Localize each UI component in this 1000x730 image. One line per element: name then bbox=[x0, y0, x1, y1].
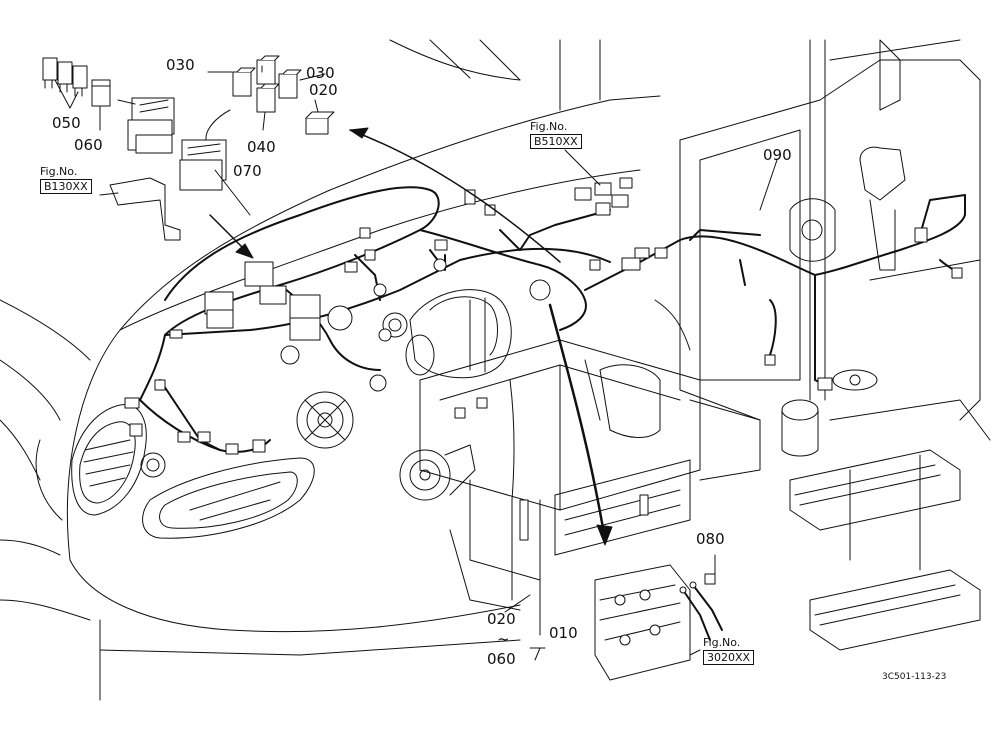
front-grille bbox=[72, 405, 147, 515]
work-light bbox=[790, 199, 835, 262]
wiring-harness bbox=[140, 187, 965, 452]
misc-lines bbox=[510, 300, 690, 600]
relay-bracket bbox=[110, 178, 180, 240]
fuel-filter bbox=[782, 370, 877, 456]
compressor bbox=[400, 445, 475, 500]
callout-090: 090 bbox=[763, 146, 792, 164]
callout-060-range-end: 060 bbox=[487, 650, 516, 668]
cylinder-head-010 bbox=[595, 565, 690, 680]
figure-ref-b510[interactable]: Fig.No. B510XX bbox=[530, 120, 582, 149]
relay-020 bbox=[306, 112, 334, 134]
fuse-box-070 bbox=[180, 140, 226, 190]
figure-ref-b130-label: Fig.No. bbox=[40, 165, 78, 178]
fuse-parts-050 bbox=[43, 58, 87, 96]
callout-060: 060 bbox=[74, 136, 103, 154]
callout-030-right: 030 bbox=[306, 64, 335, 82]
callout-070: 070 bbox=[233, 162, 262, 180]
fuse-060 bbox=[92, 80, 110, 106]
figure-ref-b510-label: Fig.No. bbox=[530, 120, 568, 133]
callout-040: 040 bbox=[247, 138, 276, 156]
headlight bbox=[143, 458, 315, 538]
leader-lines bbox=[55, 66, 777, 660]
relays-030 bbox=[233, 56, 301, 112]
callout-010: 010 bbox=[549, 624, 578, 642]
callout-020: 020 bbox=[309, 81, 338, 99]
figure-ref-3020[interactable]: Fig.No. 3020XX bbox=[703, 636, 755, 665]
figure-ref-3020-label: Fig.No. bbox=[703, 636, 741, 649]
figure-ref-3020-number: 3020XX bbox=[703, 650, 755, 665]
fuse-box-large bbox=[128, 98, 174, 153]
callout-030-left: 030 bbox=[166, 56, 195, 74]
cab-steps bbox=[790, 450, 980, 650]
callout-020-range-start: 020 bbox=[487, 610, 516, 628]
arrows bbox=[210, 128, 612, 545]
figure-ref-b510-number: B510XX bbox=[530, 134, 582, 149]
figure-ref-b130-number: B130XX bbox=[40, 179, 92, 194]
emblem-inner bbox=[147, 459, 159, 471]
figure-ref-b130[interactable]: Fig.No. B130XX bbox=[40, 165, 92, 194]
alternator bbox=[297, 375, 386, 448]
callout-080: 080 bbox=[696, 530, 725, 548]
starter-motor bbox=[383, 290, 511, 378]
callout-range-tilde: ~ bbox=[497, 630, 510, 648]
ground-cables-080 bbox=[680, 574, 722, 640]
drawing-code: 3C501-113-23 bbox=[882, 672, 947, 682]
callout-050: 050 bbox=[52, 114, 81, 132]
emblem bbox=[141, 453, 165, 477]
connectors bbox=[125, 178, 962, 540]
hood-outline bbox=[0, 40, 660, 700]
